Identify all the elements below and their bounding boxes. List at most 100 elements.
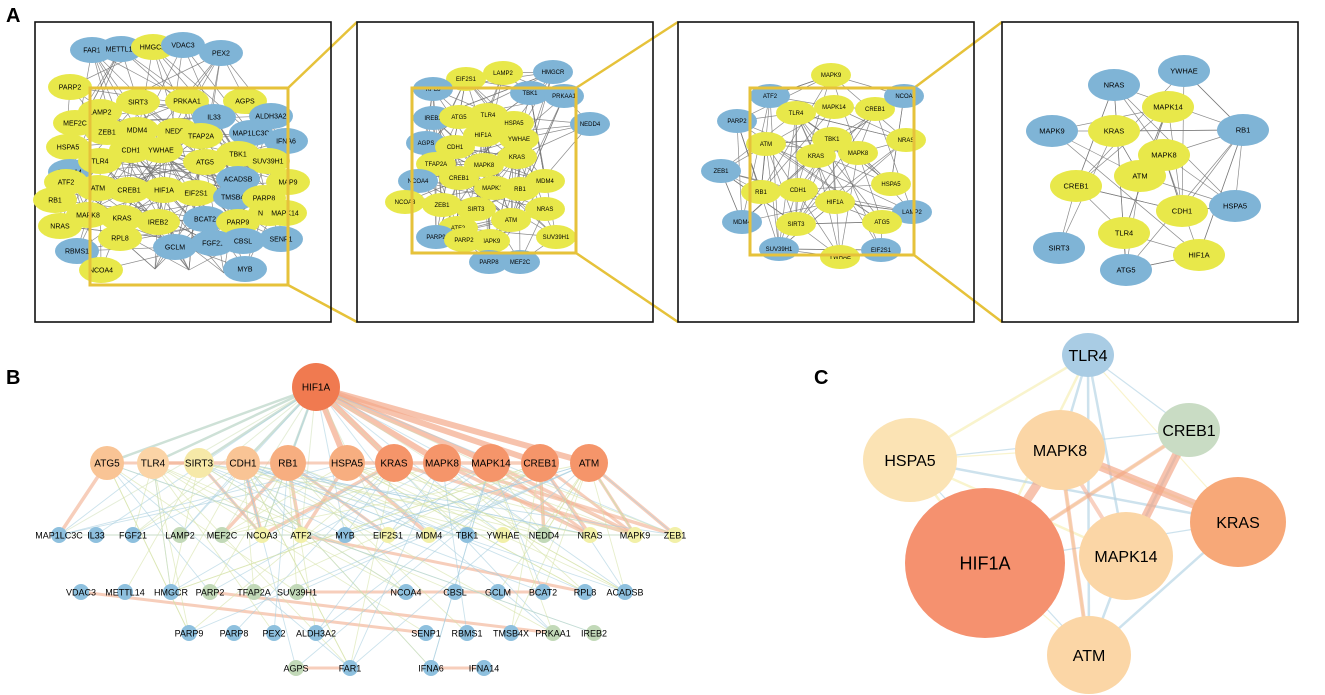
node-label: SUV39H1 bbox=[766, 247, 793, 253]
node-shape bbox=[1026, 115, 1078, 147]
node-shape bbox=[776, 212, 816, 236]
node-il33: IL33 bbox=[87, 527, 105, 543]
node-shape bbox=[627, 527, 643, 543]
node-label: HIF1A bbox=[1188, 251, 1209, 260]
node-shape bbox=[288, 660, 304, 676]
node-label: ZEB1 bbox=[98, 130, 116, 137]
network-edge bbox=[760, 106, 835, 193]
node-gclm: GCLM bbox=[485, 584, 511, 600]
node-hspa5: HSPA5 bbox=[871, 172, 911, 196]
node-label: TFAP2A bbox=[188, 134, 214, 141]
network-edge bbox=[346, 462, 626, 593]
node-shape bbox=[174, 180, 218, 206]
node-label: CBSL bbox=[234, 239, 252, 246]
node-zeb1: ZEB1 bbox=[422, 193, 462, 217]
node-rb1: RB1 bbox=[1217, 114, 1269, 146]
node-label: HSPA5 bbox=[884, 453, 935, 470]
node-label: NCOA3 bbox=[395, 200, 416, 206]
node-shape bbox=[469, 250, 509, 274]
node-shape bbox=[329, 445, 365, 481]
node-mef2c: MEF2C bbox=[207, 527, 238, 543]
node-shape bbox=[886, 128, 926, 152]
network-edge bbox=[296, 462, 590, 593]
node-label: SUV39H1 bbox=[543, 235, 570, 241]
node-label: PRKAA1 bbox=[552, 94, 576, 100]
node-shape bbox=[463, 123, 503, 147]
node-label: HMGCR bbox=[542, 70, 565, 76]
node-kras: KRAS bbox=[796, 144, 836, 168]
node-creb1: CREB1 bbox=[439, 166, 479, 190]
node-atf2: ATF2 bbox=[290, 527, 312, 543]
node-label: CREB1 bbox=[865, 107, 886, 113]
node-shape bbox=[254, 527, 270, 543]
node-shape bbox=[202, 584, 218, 600]
node-label: RB1 bbox=[514, 187, 526, 193]
node-shape bbox=[385, 190, 425, 214]
node-shape bbox=[459, 625, 475, 641]
network-edge bbox=[208, 590, 555, 635]
node-atg5: ATG5 bbox=[90, 446, 124, 480]
zoom-connector-6 bbox=[913, 254, 1003, 323]
node-shape bbox=[525, 169, 565, 193]
node-label: BCAT2 bbox=[194, 217, 216, 224]
node-label: MAPK8 bbox=[425, 459, 459, 470]
node-label: LAMP2 bbox=[165, 531, 195, 541]
network-edge bbox=[209, 462, 443, 593]
node-label: HSPA5 bbox=[881, 182, 901, 188]
network-edge bbox=[287, 462, 430, 536]
node-shape bbox=[815, 190, 855, 214]
node-tbk1: TBK1 bbox=[456, 527, 478, 543]
node-ywhae: YWHAE bbox=[1158, 55, 1210, 87]
node-label: AGPS bbox=[418, 141, 435, 147]
node-prkaa1: PRKAA1 bbox=[165, 88, 209, 114]
node-label: MAPK14 bbox=[1153, 103, 1183, 112]
node-label: ATF2 bbox=[763, 94, 778, 100]
node-aldh3a2: ALDH3A2 bbox=[296, 625, 336, 641]
network-edge bbox=[490, 462, 554, 634]
node-parp8: PARP8 bbox=[220, 625, 248, 641]
node-label: MAPK9 bbox=[821, 73, 842, 79]
node-mapk8: MAPK8 bbox=[838, 141, 878, 165]
node-shape bbox=[855, 97, 895, 121]
node-shape bbox=[862, 210, 902, 234]
node-nras: NRAS bbox=[525, 197, 565, 221]
node-shape bbox=[586, 625, 602, 641]
node-atg5: ATG5 bbox=[862, 210, 902, 234]
network-edge bbox=[909, 458, 1239, 524]
node-bcat2: BCAT2 bbox=[183, 206, 227, 232]
node-label: IFNA6 bbox=[418, 664, 444, 674]
node-shape bbox=[342, 660, 358, 676]
node-label: IL33 bbox=[207, 115, 221, 122]
node-myb: MYB bbox=[223, 256, 267, 282]
node-hspa5: HSPA5 bbox=[46, 134, 90, 160]
node-ncoa4: NCOA4 bbox=[390, 584, 422, 600]
network-edge bbox=[242, 462, 554, 634]
node-creb1: CREB1 bbox=[1050, 170, 1102, 202]
node-shape bbox=[1088, 115, 1140, 147]
network-edge bbox=[295, 462, 541, 669]
network-edge bbox=[242, 462, 255, 593]
node-label: NEDD4 bbox=[529, 531, 560, 541]
node-shape bbox=[1088, 69, 1140, 101]
node-shape bbox=[223, 256, 267, 282]
node-label: PARP2 bbox=[196, 588, 225, 598]
node-sirt3: SIRT3 bbox=[116, 89, 160, 115]
network-edge bbox=[510, 462, 590, 634]
node-label: PARP2 bbox=[59, 85, 82, 92]
node-shape bbox=[1156, 195, 1208, 227]
node-label: FAR1 bbox=[339, 664, 362, 674]
node-rpl8: RPL8 bbox=[98, 225, 142, 251]
node-lamp2: LAMP2 bbox=[165, 527, 195, 543]
node-ywhae: YWHAE bbox=[486, 527, 520, 543]
network-edge bbox=[346, 462, 554, 634]
node-lamp2: LAMP2 bbox=[483, 61, 523, 85]
node-cbsl: CBSL bbox=[221, 228, 265, 254]
node-shape bbox=[820, 245, 860, 269]
network-edge bbox=[489, 461, 592, 537]
node-label: IFNA6 bbox=[276, 139, 296, 146]
node-label: TLR4 bbox=[481, 113, 496, 119]
node-shape bbox=[472, 444, 510, 482]
node-label: HIF1A bbox=[826, 200, 843, 206]
node-rb1: RB1 bbox=[33, 187, 77, 213]
network-edge bbox=[430, 462, 492, 669]
